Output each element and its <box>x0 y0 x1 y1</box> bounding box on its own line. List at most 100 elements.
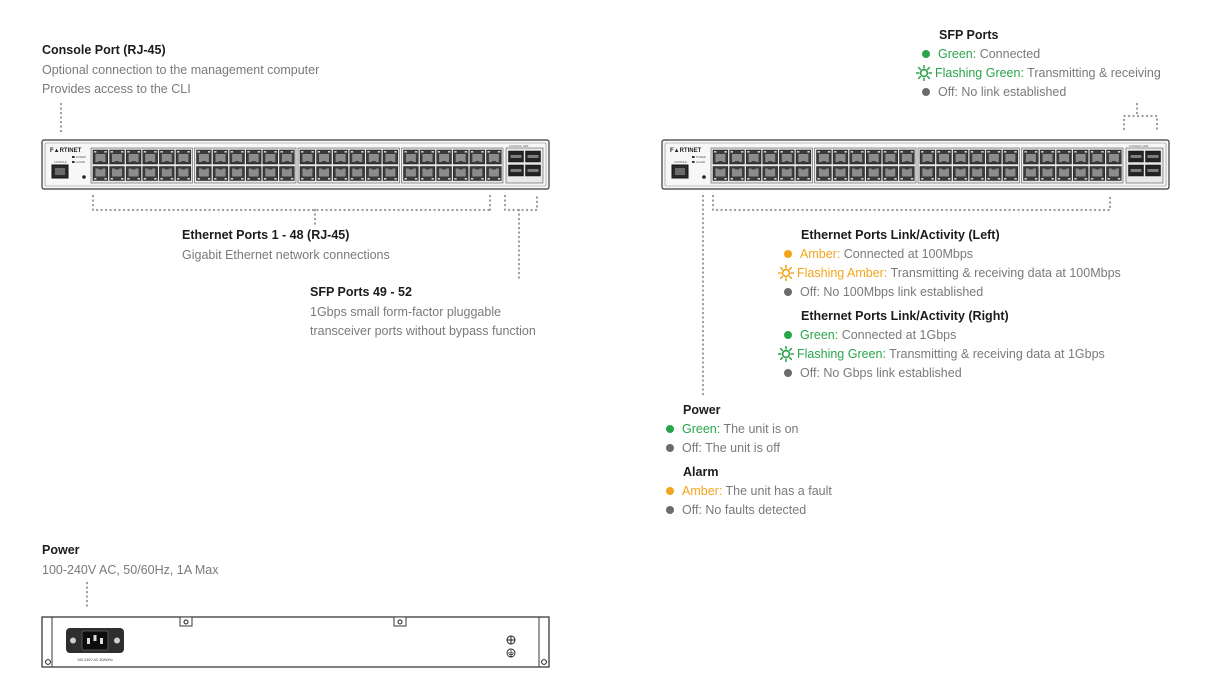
led-legend-item: Off: No Gbps link established <box>782 364 1105 383</box>
rear-power-desc: 100-240V AC, 50/60Hz, 1A Max <box>42 563 219 577</box>
console-port-desc-1: Optional connection to the management co… <box>42 63 320 77</box>
leader-sfp-led <box>1122 102 1159 131</box>
power-led-title: Power <box>683 403 721 417</box>
led-legend-item: Green: Connected <box>920 45 1161 64</box>
led-state-label: Flashing Amber: <box>797 266 888 280</box>
screw-icon <box>541 659 547 665</box>
led-state-desc: Off: No Gbps link established <box>800 366 962 380</box>
flashing-led-icon <box>778 345 794 362</box>
led-legend-item: Off: No 100Mbps link established <box>782 283 1121 302</box>
led-legend-item: Flashing Amber: Transmitting & receiving… <box>778 264 1121 283</box>
screw-icon <box>397 619 403 625</box>
sfp-ports-desc-1: 1Gbps small form-factor pluggable <box>310 305 502 319</box>
power-led-label: POWER <box>76 155 86 159</box>
alarm-led-label: ALARM <box>696 160 705 164</box>
led-state-desc: Transmitting & receiving <box>1023 66 1161 80</box>
led-legend-item: Amber: The unit has a fault <box>664 482 832 501</box>
screw-icon <box>183 619 189 625</box>
console-label: CONSOLE <box>674 160 687 164</box>
power-led-legend: Power Green: The unit is on Off: The unit… <box>664 403 799 458</box>
reset-button-icon <box>82 175 86 179</box>
power-led-items: Green: The unit is on Off: The unit is of… <box>664 420 799 458</box>
sfp-ports-title: SFP Ports 49 - 52 <box>310 285 412 299</box>
console-port-title: Console Port (RJ-45) <box>42 43 166 57</box>
rear-power-title: Power <box>42 543 80 557</box>
flashing-led-icon <box>778 264 794 281</box>
ground-screw-icon <box>506 635 516 645</box>
led-state-label: Flashing Green: <box>797 347 886 361</box>
console-port-callout: Console Port (RJ-45) Optional connection… <box>42 43 319 99</box>
led-state-label: Green: <box>938 47 977 61</box>
power-led-icon <box>72 156 75 158</box>
led-state-label: Green: <box>682 422 721 436</box>
led-state-desc: Off: No link established <box>938 85 1067 99</box>
led-state-desc: Connected at 100Mbps <box>840 247 974 261</box>
led-state-desc: Connected at 1Gbps <box>838 328 957 342</box>
power-led-icon <box>692 156 695 158</box>
console-port-desc-2: Provides access to the CLI <box>42 82 191 96</box>
leader-eth-led-bracket <box>711 194 1112 212</box>
amber-led-dot-icon <box>784 249 792 258</box>
alarm-led-icon <box>72 161 75 163</box>
ethernet-ports-callout: Ethernet Ports 1 - 48 (RJ-45) Gigabit Et… <box>182 228 390 265</box>
ethernet-ports-desc: Gigabit Ethernet network connections <box>182 248 390 262</box>
led-legend-item: Off: No faults detected <box>664 501 832 520</box>
led-state-label: Amber: <box>800 247 841 261</box>
led-state-desc: Transmitting & receiving data at 1Gbps <box>885 347 1105 361</box>
eth-right-led-legend: Ethernet Ports Link/Activity (Right) Gre… <box>778 309 1105 383</box>
ethernet-ports-title: Ethernet Ports 1 - 48 (RJ-45) <box>182 228 350 242</box>
screw-icon <box>45 659 51 665</box>
led-legend-item: Green: The unit is on <box>664 420 799 439</box>
led-state-desc: Transmitting & receiving data at 100Mbps <box>887 266 1121 280</box>
off-led-dot-icon <box>922 87 930 96</box>
ac-power-inlet-icon <box>66 628 124 653</box>
led-state-desc: The unit is on <box>720 422 799 436</box>
fortinet-logo: F▲RTINET <box>670 148 702 154</box>
led-legend-item: Off: The unit is off <box>664 439 799 458</box>
green-led-dot-icon <box>666 424 674 433</box>
console-label: CONSOLE <box>54 160 67 164</box>
off-led-dot-icon <box>666 505 674 514</box>
reset-button-icon <box>702 175 706 179</box>
alarm-led-icon <box>692 161 695 163</box>
sfp-ports-desc-2: transceiver ports without bypass functio… <box>310 324 536 338</box>
off-led-dot-icon <box>784 287 792 296</box>
alarm-led-label: ALARM <box>76 160 85 164</box>
eth-left-led-legend: Ethernet Ports Link/Activity (Left) Ambe… <box>778 228 1121 302</box>
flashing-led-icon <box>916 64 932 81</box>
off-led-dot-icon <box>784 368 792 377</box>
off-led-dot-icon <box>666 443 674 452</box>
green-led-dot-icon <box>784 330 792 339</box>
rear-plate-text: 100-240V AC 50/60Hz <box>77 658 113 662</box>
led-state-desc: The unit has a fault <box>722 484 832 498</box>
ground-symbol-icon <box>506 648 516 658</box>
led-legend-item: Amber: Connected at 100Mbps <box>782 245 1121 264</box>
led-legend-item: Flashing Green: Transmitting & receiving <box>916 64 1161 83</box>
rear-chassis <box>41 616 550 668</box>
led-state-desc: Off: The unit is off <box>682 441 780 455</box>
led-legend-item: Green: Connected at 1Gbps <box>782 326 1105 345</box>
led-state-label: Amber: <box>682 484 723 498</box>
led-state-label: Flashing Green: <box>935 66 1024 80</box>
model-label: FortiSwitch 148F <box>509 144 529 148</box>
led-legend-item: Off: No link established <box>920 83 1161 102</box>
alarm-led-title: Alarm <box>683 465 719 479</box>
led-state-desc: Off: No 100Mbps link established <box>800 285 984 299</box>
amber-led-dot-icon <box>666 486 674 495</box>
rear-power-callout: Power 100-240V AC, 50/60Hz, 1A Max <box>42 543 219 580</box>
green-led-dot-icon <box>922 49 930 58</box>
model-label: FortiSwitch 148F <box>1129 144 1149 148</box>
fortinet-logo: F▲RTINET <box>50 148 82 154</box>
led-state-label: Green: <box>800 328 839 342</box>
